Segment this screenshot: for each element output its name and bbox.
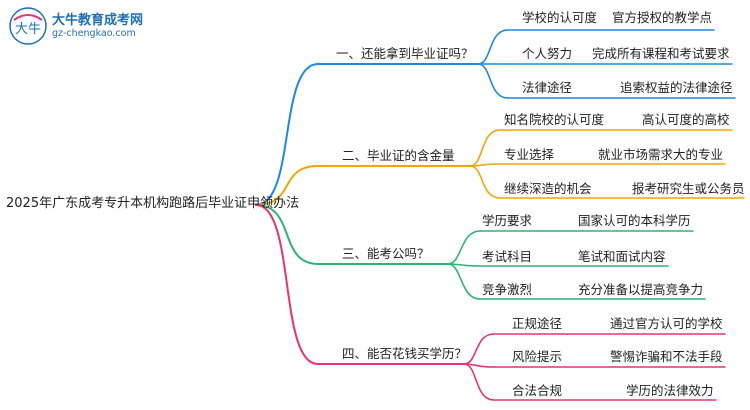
child-label-1-1: 学校的认可度 <box>522 10 598 25</box>
leaf-label-2-2: 就业市场需求大的专业 <box>598 147 724 162</box>
child-label-2-1: 知名院校的认可度 <box>504 112 605 127</box>
child-label-3-1: 学历要求 <box>482 213 533 228</box>
leaf-label-3-3: 充分准备以提高竞争力 <box>578 282 704 297</box>
leaf-label-2-1: 高认可度的高校 <box>642 112 730 127</box>
leaf-label-4-3: 学历的法律效力 <box>626 383 714 398</box>
child-label-2-2: 专业选择 <box>504 147 555 162</box>
edge-branch-3-child-3 <box>447 263 481 300</box>
edge-branch-4-child-1 <box>463 333 495 365</box>
site-logo: 大牛 大牛教育成考网 gz-chengkao.com <box>8 4 158 50</box>
logo-url: gz-chengkao.com <box>52 28 136 39</box>
edge-branch-2-child-3 <box>469 165 501 199</box>
leaf-label-1-3: 追索权益的法律途径 <box>620 80 733 95</box>
leaf-label-2-3: 报考研究生或公务员 <box>632 181 745 196</box>
leaf-label-1-2: 完成所有课程和考试要求 <box>592 46 730 61</box>
edge-branch-1-child-3 <box>477 63 509 99</box>
branch-label-4: 四、能否花钱买学历？ <box>342 346 468 361</box>
edge-branch-2-child-1 <box>469 129 501 167</box>
child-label-1-2: 个人努力 <box>522 46 573 61</box>
edge-root-branch-1 <box>255 63 319 206</box>
branch-label-3: 三、能考公吗？ <box>342 246 430 261</box>
edge-branch-4-child-3 <box>463 363 495 401</box>
leaf-label-3-1: 国家认可的本科学历 <box>578 213 691 228</box>
edge-root-branch-2 <box>255 165 319 206</box>
child-label-3-2: 考试科目 <box>482 249 533 264</box>
leaf-label-3-2: 笔试和面试内容 <box>578 249 666 264</box>
edge-branch-3-child-1 <box>447 230 481 265</box>
child-label-4-1: 正规途径 <box>512 316 563 331</box>
branch-label-1: 一、还能拿到毕业证吗？ <box>336 46 474 61</box>
logo-mark-text: 大牛 <box>15 22 41 37</box>
leaf-label-4-1: 通过官方认可的学校 <box>610 316 723 331</box>
root-topic: 2025年广东成考专升本机构跑路后毕业证申领办法 <box>6 196 300 211</box>
child-label-4-2: 风险提示 <box>512 349 563 364</box>
leaf-label-4-2: 警惕诈骗和不法手段 <box>610 349 723 364</box>
child-label-2-3: 继续深造的机会 <box>504 181 592 196</box>
child-label-3-3: 竞争激烈 <box>482 282 533 297</box>
logo-title: 大牛教育成考网 <box>52 13 144 28</box>
leaf-label-1-1: 官方授权的教学点 <box>612 10 713 25</box>
logo-emblem-icon: 大牛 <box>9 7 47 45</box>
child-label-4-3: 合法合规 <box>512 383 563 398</box>
edge-root-branch-4 <box>255 204 319 365</box>
edge-branch-1-child-1 <box>477 29 509 65</box>
edge-root-branch-3 <box>255 204 319 265</box>
branch-label-2: 二、毕业证的含金量 <box>342 148 455 163</box>
child-label-1-3: 法律途径 <box>522 80 573 95</box>
